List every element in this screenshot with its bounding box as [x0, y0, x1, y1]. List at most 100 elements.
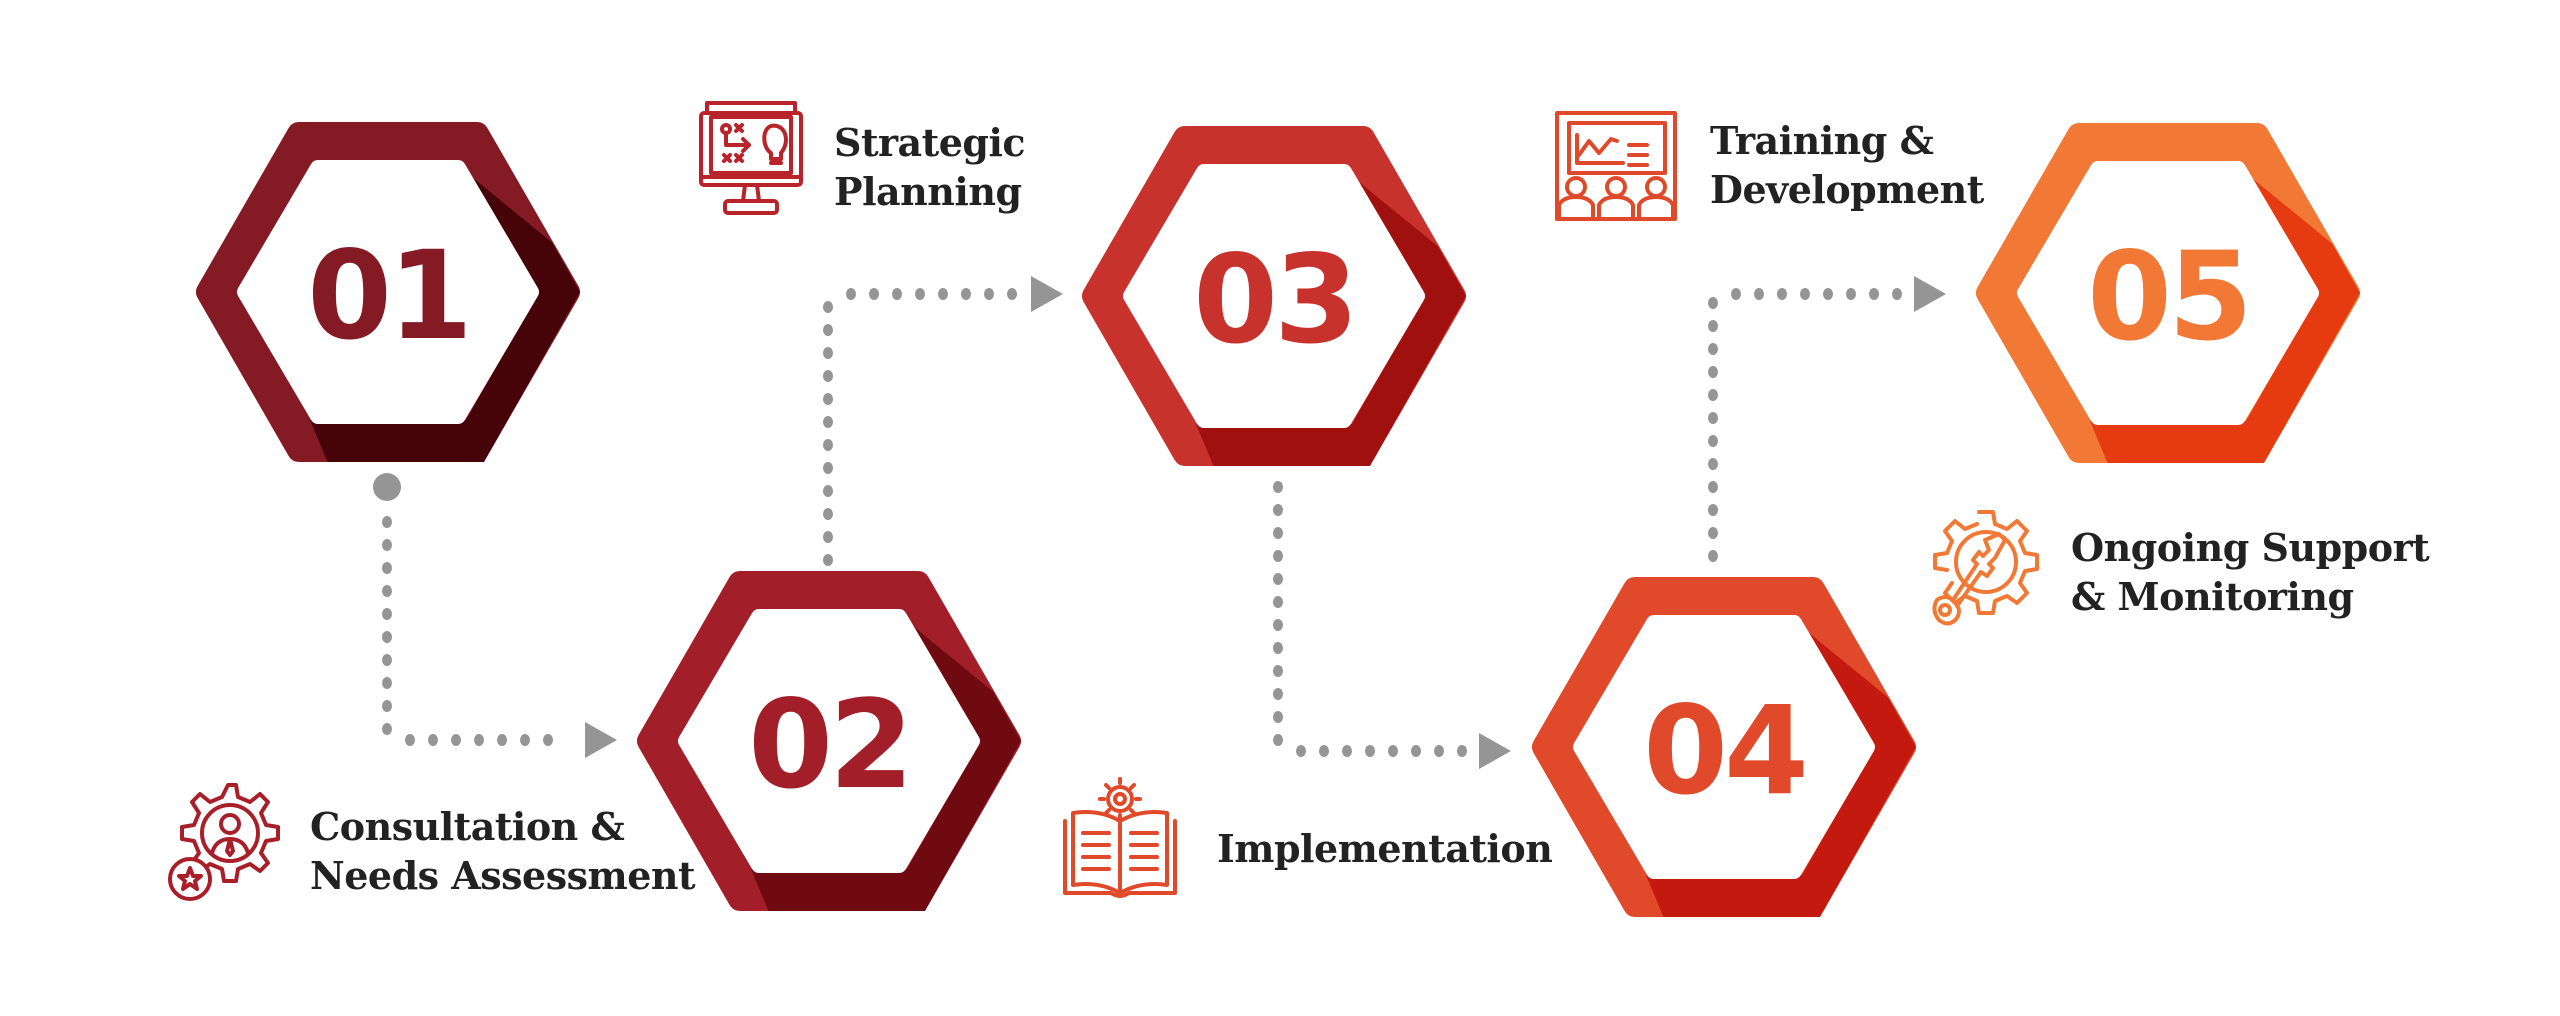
arrow-head-icon	[1479, 733, 1511, 769]
connector-dot	[497, 734, 507, 746]
connector-dot	[382, 677, 392, 689]
connector-dot	[382, 723, 392, 735]
connector-dot	[869, 288, 879, 300]
connector-dot	[823, 416, 833, 428]
connector-dot	[405, 734, 415, 746]
connector-dot	[1319, 745, 1329, 757]
connector-dot	[1892, 288, 1902, 300]
connector-dot	[1800, 288, 1810, 300]
connector-dot	[823, 485, 833, 497]
step-number: 02	[748, 674, 910, 816]
connector-dot	[1846, 288, 1856, 300]
connector-dot	[1708, 527, 1718, 539]
connector-dot	[1007, 288, 1017, 300]
connector-dot	[1273, 596, 1283, 608]
connector-dot	[1708, 435, 1718, 447]
label-line: Implementation	[1217, 826, 1553, 871]
connector-dot	[543, 734, 553, 746]
label-ongoing-support-monitoring: Ongoing Support & Monitoring	[2071, 523, 2430, 621]
step-hexagon-05: 05	[1976, 123, 2360, 463]
connector-dot	[1273, 527, 1283, 539]
connector-dot	[892, 288, 902, 300]
connector-dot	[823, 531, 833, 543]
connector-dot	[451, 734, 461, 746]
monitor-strategy-bulb-icon	[699, 101, 803, 215]
connector-dot	[520, 734, 530, 746]
connector-dot	[1708, 458, 1718, 470]
label-line: Needs Assessment	[310, 853, 696, 898]
label-line: Development	[1710, 167, 1984, 212]
hexagon-inner	[678, 609, 980, 873]
connector-dot	[1342, 745, 1352, 757]
connector-dot	[382, 608, 392, 620]
connector-dot	[428, 734, 438, 746]
connector-dot	[1365, 745, 1375, 757]
step-number: 03	[1193, 229, 1355, 371]
step-hexagon-03: 03	[1082, 126, 1466, 466]
step-hexagon-01: 01	[196, 122, 580, 462]
step-hexagon-04: 04	[1532, 577, 1916, 917]
connector-dot	[938, 288, 948, 300]
connector-dot	[1273, 619, 1283, 631]
label-line: & Monitoring	[2071, 574, 2354, 619]
connector-dot	[1754, 288, 1764, 300]
connector-dot	[1708, 297, 1718, 309]
connector-dot	[823, 301, 833, 313]
connector-dot	[382, 654, 392, 666]
connector-dot	[915, 288, 925, 300]
connector-dot	[1708, 320, 1718, 332]
connector-dot	[1708, 343, 1718, 355]
connector-dot	[1296, 745, 1306, 757]
connector-dot	[1273, 688, 1283, 700]
hexagon-inner	[2017, 161, 2319, 425]
label-consultation-needs-assessment: Consultation & Needs Assessment	[310, 802, 696, 900]
hexagon-inner	[1123, 164, 1425, 428]
connector-dot	[382, 562, 392, 574]
connector-dot	[823, 347, 833, 359]
connector-dot	[984, 288, 994, 300]
gear-wrench-icon	[1932, 510, 2039, 626]
label-line: Ongoing Support	[2071, 525, 2430, 570]
step-hexagon-02: 02	[637, 571, 1021, 911]
connector-dot	[1273, 734, 1283, 746]
label-line: Training &	[1710, 118, 1934, 163]
connector-dot	[823, 462, 833, 474]
connector-dot	[823, 554, 833, 566]
step-number: 04	[1643, 680, 1805, 822]
connector-dot	[382, 631, 392, 643]
connector-dot	[1708, 412, 1718, 424]
connector-dot	[823, 370, 833, 382]
connector-dot	[1273, 642, 1283, 654]
connector-dot	[1273, 711, 1283, 723]
connector-dot	[382, 700, 392, 712]
arrow-head-icon	[1914, 276, 1946, 312]
connector-dot	[382, 539, 392, 551]
connectors	[373, 276, 1946, 769]
connector-dot	[961, 288, 971, 300]
connector-dot	[1731, 288, 1741, 300]
connector-dot	[1273, 550, 1283, 562]
presentation-audience-icon	[1555, 111, 1677, 221]
connector-dot	[823, 324, 833, 336]
arrow-head-icon	[585, 722, 617, 758]
connector-dot	[823, 393, 833, 405]
connector-dot	[1708, 550, 1718, 562]
connector-dot	[1823, 288, 1833, 300]
connector-dot	[382, 516, 392, 528]
label-line: Strategic	[834, 120, 1026, 165]
step-number: 05	[2087, 226, 2249, 368]
gear-person-star-icon	[168, 783, 280, 901]
connector-dot	[1708, 504, 1718, 516]
connector-dot	[1388, 745, 1398, 757]
connector-dot	[1273, 481, 1283, 493]
connector-dot	[1708, 366, 1718, 378]
connector-dot	[846, 288, 856, 300]
hexagon-inner	[237, 160, 539, 424]
connector-dot	[1869, 288, 1879, 300]
connector-start-dot	[373, 473, 401, 501]
hexagon-inner	[1573, 615, 1875, 879]
label-strategic-planning: Strategic Planning	[834, 118, 1026, 216]
label-implementation: Implementation	[1217, 824, 1553, 873]
connector-dot	[474, 734, 484, 746]
